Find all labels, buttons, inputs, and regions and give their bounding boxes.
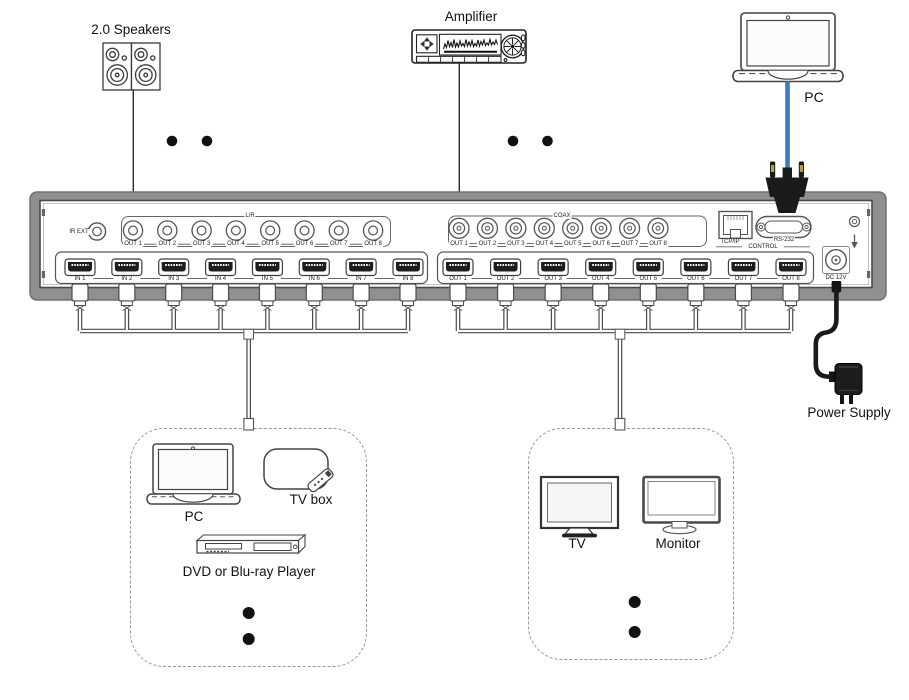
displays-box bbox=[528, 428, 734, 660]
speakers-label: 2.0 Speakers bbox=[91, 21, 171, 37]
lr-out-label: OUT 8 bbox=[363, 241, 383, 248]
hdmi-plug bbox=[352, 283, 370, 302]
speakers-icon bbox=[102, 42, 161, 91]
lr-group-outline bbox=[121, 216, 391, 247]
coax-out-label: OUT 3 bbox=[506, 240, 526, 247]
continuation-dots bbox=[166, 135, 641, 645]
hdmi-out-port-label: OUT 8 bbox=[781, 275, 801, 282]
monitor-icon bbox=[642, 475, 721, 535]
coax-group-label: COAX bbox=[552, 212, 572, 219]
cable-junction bbox=[243, 328, 254, 340]
pc-top-label: PC bbox=[804, 88, 824, 105]
hdmi-plug bbox=[449, 283, 467, 302]
lr-out-label: OUT 3 bbox=[191, 241, 212, 248]
rs232-port bbox=[755, 215, 812, 239]
tv-box-label: TV box bbox=[289, 491, 333, 507]
coax-out-label: OUT 7 bbox=[619, 240, 640, 247]
hdmi-plug bbox=[211, 283, 230, 302]
hdmi-in-port-label: IN 6 bbox=[307, 275, 321, 282]
hdmi-out-port-label: OUT 6 bbox=[686, 275, 706, 282]
pc-source-icon bbox=[146, 443, 241, 505]
lr-out-label: OUT 7 bbox=[329, 241, 349, 248]
control-label: CONTROL bbox=[747, 243, 779, 250]
hdmi-in-port-label: IN 8 bbox=[401, 275, 415, 282]
hdmi-plug bbox=[258, 283, 277, 302]
hdmi-plug bbox=[782, 283, 800, 302]
coax-out-label: OUT 5 bbox=[562, 240, 583, 247]
hdmi-in-port-label: IN 1 bbox=[73, 275, 87, 282]
hdmi-out-port-label: OUT 7 bbox=[733, 275, 754, 282]
hdmi-plug bbox=[592, 283, 610, 302]
rs232-label: RS-232 bbox=[772, 237, 796, 243]
amplifier-icon bbox=[411, 29, 527, 64]
power-supply-label: Power Supply bbox=[807, 404, 891, 420]
pc-top-icon bbox=[732, 12, 844, 83]
hdmi-in-port-label: IN 3 bbox=[167, 275, 181, 282]
hdmi-plug bbox=[165, 283, 183, 302]
ir-ext-label: IR EXT bbox=[68, 228, 90, 235]
dc-label: DC 12V bbox=[824, 274, 848, 281]
tv-label: TV bbox=[568, 536, 586, 551]
hdmi-plug bbox=[399, 283, 417, 302]
hdmi-plug bbox=[734, 283, 753, 302]
power-supply-icon bbox=[829, 363, 863, 404]
tv-box-icon bbox=[263, 448, 334, 493]
hdmi-in-port-label: IN 4 bbox=[214, 275, 228, 282]
coax-out-label: OUT 4 bbox=[534, 240, 555, 247]
hdmi-out-port-label: OUT 4 bbox=[590, 275, 611, 282]
lr-out-label: OUT 1 bbox=[123, 241, 143, 248]
hdmi-plug bbox=[118, 283, 136, 302]
hdmi-in-group-outline bbox=[54, 251, 429, 285]
tcpip-label: TCP/IP bbox=[719, 239, 741, 246]
pc-source-label: PC bbox=[184, 508, 204, 524]
hdmi-plug bbox=[496, 283, 515, 302]
hdmi-plug bbox=[305, 283, 323, 302]
hdmi-plug bbox=[639, 283, 657, 302]
amplifier-label: Amplifier bbox=[444, 8, 498, 24]
cable-box-entry bbox=[243, 417, 255, 431]
coax-out-label: OUT 6 bbox=[591, 240, 611, 247]
lr-out-label: OUT 6 bbox=[294, 241, 315, 248]
coax-out-label: OUT 8 bbox=[648, 240, 668, 247]
tcpip-port bbox=[718, 210, 753, 240]
hdmi-in-port-label: IN 7 bbox=[354, 275, 368, 282]
hdmi-out-group-outline bbox=[436, 251, 815, 285]
hdmi-out-port-label: OUT 1 bbox=[448, 275, 468, 282]
monitor-label: Monitor bbox=[655, 536, 701, 551]
lr-group-label: L/R bbox=[244, 213, 256, 220]
hdmi-out-port-label: OUT 5 bbox=[638, 275, 659, 282]
lr-out-label: OUT 5 bbox=[260, 241, 280, 248]
ground-icon bbox=[851, 234, 858, 249]
power-cable bbox=[813, 280, 842, 380]
dc-jack bbox=[822, 246, 850, 274]
hdmi-plug bbox=[71, 283, 89, 302]
rs232-plug bbox=[765, 161, 809, 213]
hdmi-in-port-label: IN 5 bbox=[260, 275, 274, 282]
lr-out-label: OUT 4 bbox=[226, 241, 246, 248]
lr-out-label: OUT 2 bbox=[157, 241, 178, 248]
cable-junction bbox=[614, 328, 626, 340]
coax-out-label: OUT 2 bbox=[477, 240, 498, 247]
hdmi-out-port-label: OUT 3 bbox=[543, 275, 563, 282]
hdmi-plug bbox=[687, 283, 705, 302]
dvd-player-icon bbox=[195, 533, 307, 555]
coax-out-label: OUT 1 bbox=[449, 240, 469, 247]
hdmi-out-port-label: OUT 2 bbox=[495, 275, 516, 282]
cable-box-entry bbox=[614, 417, 626, 431]
hdmi-in-port-label: IN 2 bbox=[120, 275, 134, 282]
hdmi-plug bbox=[544, 283, 562, 302]
tv-icon bbox=[539, 475, 620, 538]
dvd-label: DVD or Blu-ray Player bbox=[182, 563, 316, 579]
